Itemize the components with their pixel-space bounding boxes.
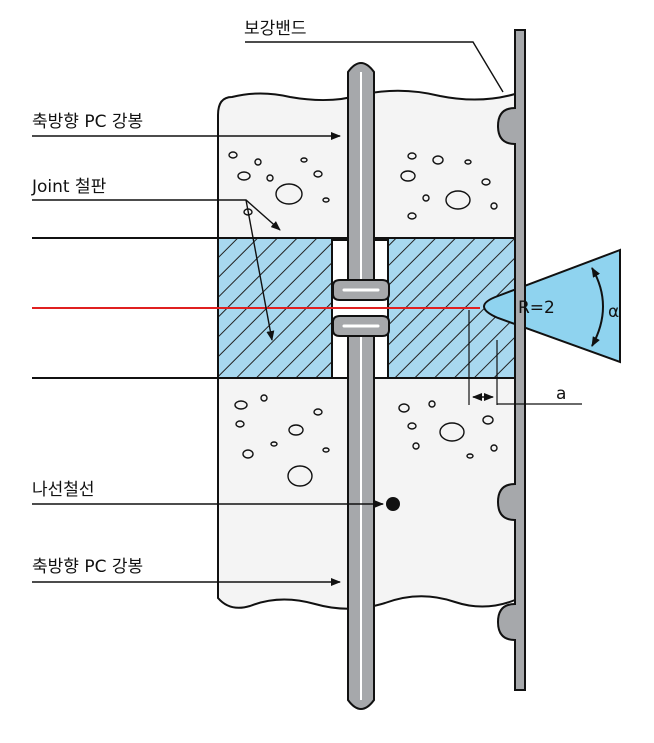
pc-rod-upper [332,62,390,301]
label-radius: R=2 [518,298,555,318]
label-pc-rod-top: 축방향 PC 강봉 [32,112,143,132]
label-spiral-wire: 나선철선 [32,480,95,500]
label-pc-rod-bottom: 축방향 PC 강봉 [32,557,143,577]
aggregate-lower [234,394,498,487]
spiral-wire-dot [386,497,400,511]
label-reinforcing-band: 보강밴드 [244,19,307,39]
weld-groove-wedge [483,248,621,364]
aggregate-upper [228,151,498,220]
label-gap-a: a [556,384,566,404]
alpha-arc [591,267,604,347]
label-joint-plate: Joint 철판 [31,177,107,197]
leader-lines [32,41,504,586]
reinforcing-band [496,29,526,691]
label-alpha: α [608,302,619,322]
pc-rod-lower [332,315,390,710]
